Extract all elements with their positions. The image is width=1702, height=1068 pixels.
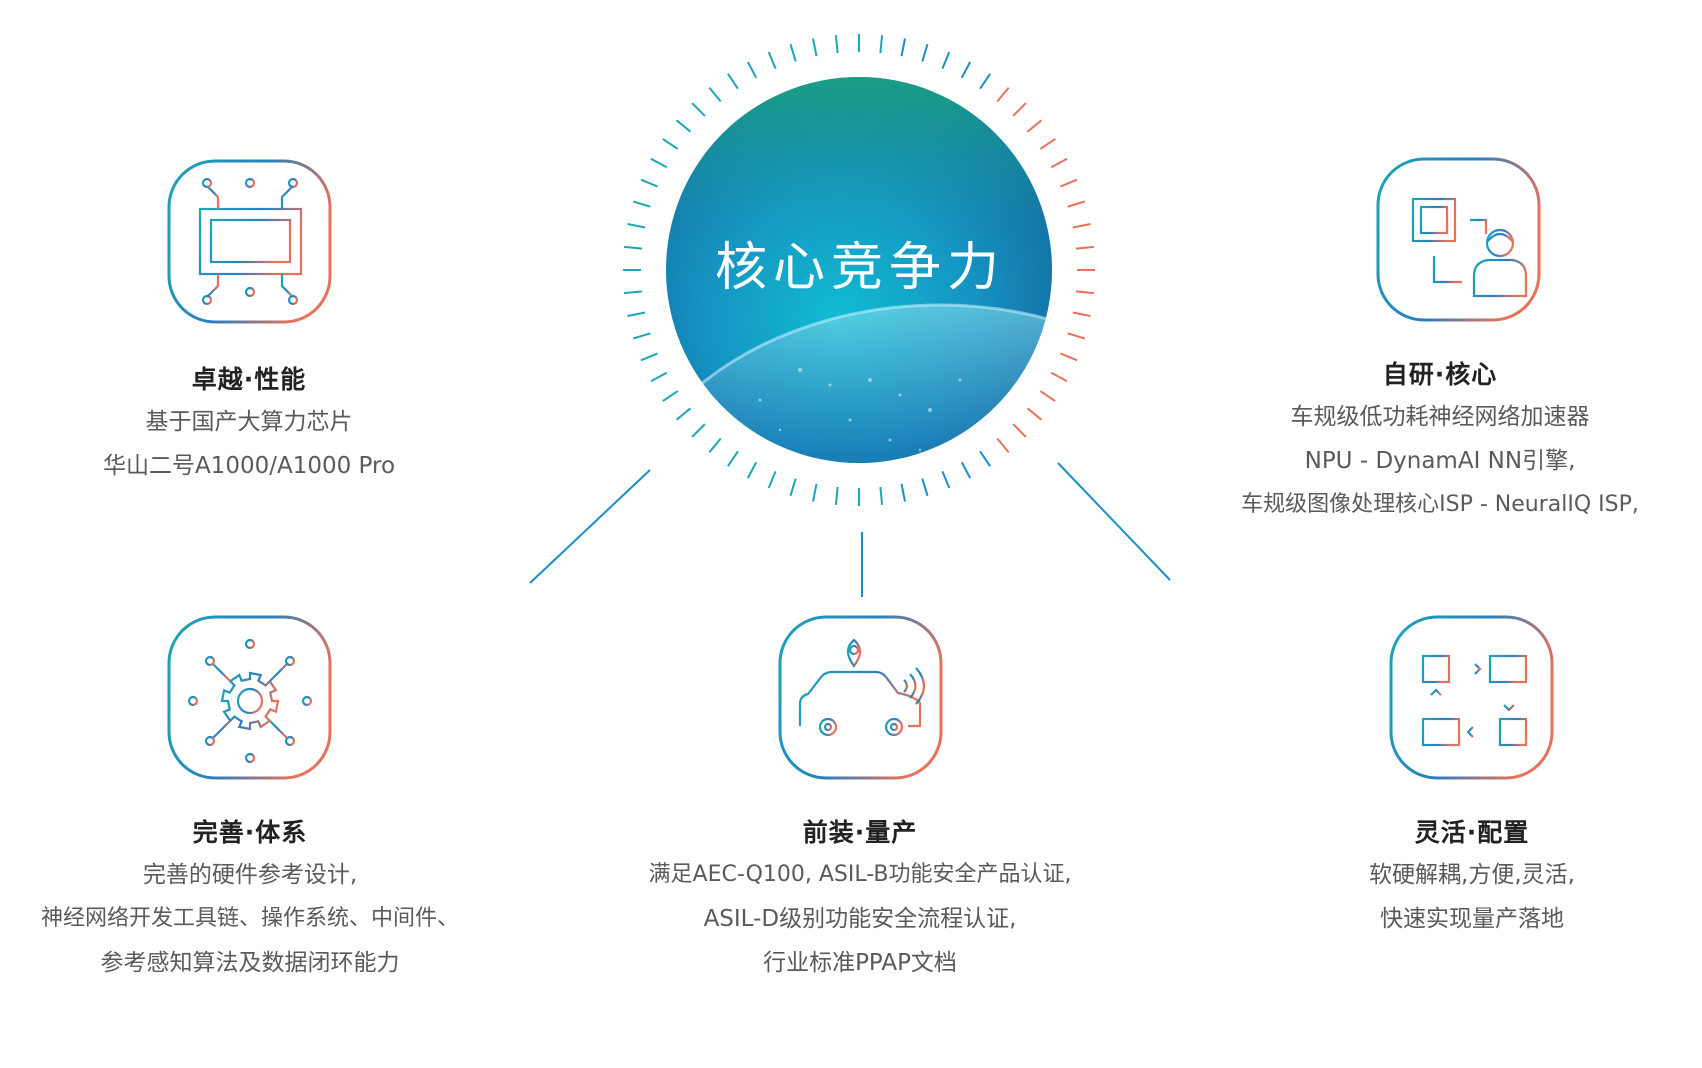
ring-tick — [1012, 423, 1027, 438]
ring-tick — [1072, 223, 1091, 229]
ring-tick — [627, 311, 646, 317]
feature-line: 快速实现量产落地 — [1380, 906, 1564, 932]
ring-tick — [727, 450, 739, 467]
feature-line: 完善的硬件参考设计, — [142, 862, 358, 888]
feature-line: 车规级低功耗神经网络加速器 — [1290, 404, 1590, 430]
ring-tick — [834, 35, 839, 54]
ring-tick — [662, 390, 679, 402]
feature-performance: 卓越·性能 基于国产大算力芯片 华山二号A1000/A1000 Pro — [49, 360, 449, 488]
connected-car-icon — [778, 615, 943, 780]
feature-title: 完善·体系 — [192, 818, 308, 847]
feature-line: 神经网络开发工具链、操作系统、中间件、 — [40, 906, 459, 931]
ring-tick — [675, 407, 692, 421]
ring-tick — [675, 119, 692, 133]
feature-line: 基于国产大算力芯片 — [145, 409, 353, 435]
ring-tick — [921, 478, 929, 497]
ring-tick — [624, 290, 643, 295]
ring-tick — [1050, 157, 1068, 169]
feature-line: 华山二号A1000/A1000 Pro — [102, 453, 396, 479]
document-flow-icon — [1389, 615, 1554, 780]
ring-tick — [650, 157, 668, 169]
ring-tick — [1012, 102, 1027, 117]
ring-tick — [650, 371, 668, 383]
ring-tick — [1026, 407, 1043, 421]
ring-tick — [979, 450, 991, 467]
feature-title: 前装·量产 — [802, 818, 918, 847]
ring-tick — [632, 332, 651, 340]
gear-network-icon — [167, 615, 332, 780]
ring-tick — [900, 38, 906, 57]
ring-tick — [746, 461, 758, 479]
ring-tick — [1060, 352, 1078, 362]
feature-line: 车规级图像处理核心ISP - NeuralIQ ISP, — [1241, 492, 1639, 517]
ring-tick — [662, 138, 679, 150]
chip-circuit-icon — [167, 159, 332, 324]
ring-tick — [941, 51, 951, 69]
feature-core: 自研·核心 车规级低功耗神经网络加速器 NPU - DynamAI NN引擎, … — [1180, 355, 1700, 527]
processor-engineer-icon — [1376, 157, 1541, 322]
ring-tick — [879, 35, 884, 54]
ring-tick — [979, 73, 991, 90]
ring-tick — [632, 200, 651, 208]
ring-tick — [1072, 311, 1091, 317]
ring-tick — [708, 86, 722, 103]
feature-system: 完善·体系 完善的硬件参考设计, 神经网络开发工具链、操作系统、中间件、 参考感… — [0, 813, 500, 985]
ring-tick — [640, 352, 658, 362]
ring-tick — [789, 43, 797, 62]
feature-title: 灵活·配置 — [1414, 818, 1530, 847]
ring-tick — [1075, 245, 1094, 250]
ring-tick — [996, 437, 1010, 454]
ring-tick — [1067, 200, 1086, 208]
ring-tick — [1050, 371, 1068, 383]
ring-tick — [812, 38, 818, 57]
ring-tick — [789, 478, 797, 497]
ring-tick — [727, 73, 739, 90]
connector-lines — [430, 272, 1296, 597]
ring-tick — [879, 486, 884, 505]
ring-tick — [900, 483, 906, 502]
ring-tick — [746, 61, 758, 79]
ring-tick — [767, 51, 777, 69]
ring-tick — [640, 178, 658, 188]
feature-config: 灵活·配置 软硬解耦,方便,灵活, 快速实现量产落地 — [1272, 813, 1672, 941]
ring-tick — [1075, 290, 1094, 295]
feature-line: 行业标准PPAP文档 — [763, 950, 957, 976]
feature-line: 满足AEC-Q100, ASIL-B功能安全产品认证, — [648, 862, 1072, 887]
ring-tick — [941, 471, 951, 489]
tick-ring — [623, 34, 1095, 506]
feature-line: NPU - DynamAI NN引擎, — [1304, 448, 1576, 474]
ring-tick — [834, 486, 839, 505]
ring-tick — [627, 223, 646, 229]
ring-tick — [1039, 390, 1056, 402]
ring-tick — [767, 471, 777, 489]
feature-line: 参考感知算法及数据闭环能力 — [100, 950, 400, 976]
ring-tick — [624, 245, 643, 250]
ring-tick — [691, 423, 706, 438]
ring-tick — [1026, 119, 1043, 133]
center-earth-circle — [666, 77, 1052, 463]
feature-title: 卓越·性能 — [191, 365, 307, 394]
feature-line: ASIL-D级别功能安全流程认证, — [703, 906, 1017, 932]
ring-tick — [921, 43, 929, 62]
ring-tick — [812, 483, 818, 502]
ring-tick — [1039, 138, 1056, 150]
ring-tick — [708, 437, 722, 454]
feature-line: 软硬解耦,方便,灵活, — [1369, 862, 1575, 888]
center-title: 核心竞争力 — [714, 238, 1005, 298]
ring-tick — [691, 102, 706, 117]
ring-tick — [1060, 178, 1078, 188]
ring-tick — [996, 86, 1010, 103]
feature-title: 自研·核心 — [1382, 360, 1498, 389]
feature-production: 前装·量产 满足AEC-Q100, ASIL-B功能安全产品认证, ASIL-D… — [590, 813, 1130, 985]
ring-tick — [960, 461, 972, 479]
ring-tick — [960, 61, 972, 79]
ring-tick — [1067, 332, 1086, 340]
